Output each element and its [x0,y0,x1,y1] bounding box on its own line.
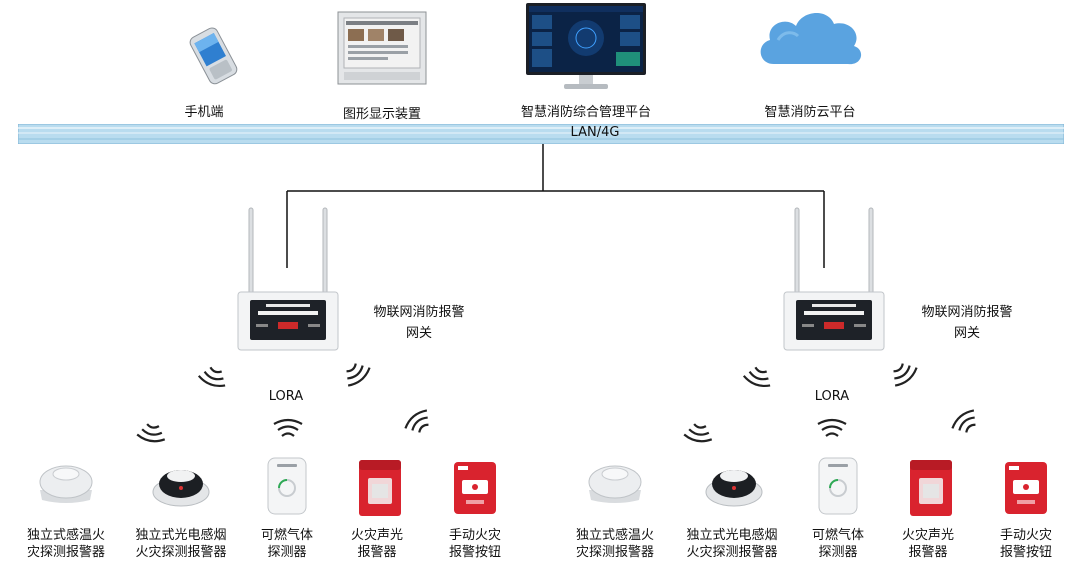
detector-left-3-line1: 可燃气体 [260,528,313,543]
detector-left-4-line1: 火灾声光 [350,528,403,543]
monitor-platform-icon [524,2,648,92]
detector-right-3-line2: 探测器 [818,545,858,560]
detector-label-left-4: 火灾声光 报警器 [336,527,418,561]
detector-left-1-line2: 灾探测报警器 [26,545,105,560]
gateway-label-left-line2: 网关 [405,326,432,341]
protocol-label-right: LORA [814,389,850,404]
gateway-label-right-line2: 网关 [953,326,980,341]
heat-detector-icon [585,460,645,508]
detector-right-3-line1: 可燃气体 [811,528,864,543]
detector-left-3-line2: 探测器 [267,545,307,560]
detector-label-right-3: 可燃气体 探测器 [797,527,879,561]
manual-call-point-icon [1003,460,1049,516]
detector-left-2-line1: 独立式光电感烟 [135,528,227,543]
top-label-display: 图形显示装置 [342,107,421,122]
detector-label-left-5: 手动火灾 报警按钮 [434,527,516,561]
detector-right-5-line1: 手动火灾 [999,528,1052,543]
sound-light-alarm-icon [907,458,955,518]
network-bar [18,124,1064,144]
gateway-label-left: 物联网消防报警 网关 [360,304,478,342]
detector-label-left-2: 独立式光电感烟 火灾探测报警器 [125,527,237,561]
detector-right-1-line2: 灾探测报警器 [575,545,654,560]
detector-label-right-1: 独立式感温火 灾探测报警器 [563,527,667,561]
detector-right-2-line1: 独立式光电感烟 [686,528,778,543]
gateway-label-right-line1: 物联网消防报警 [921,305,1013,320]
detector-right-5-line2: 报警按钮 [999,545,1052,560]
sound-light-alarm-icon [356,458,404,518]
detector-label-right-2: 独立式光电感烟 火灾探测报警器 [676,527,788,561]
smoke-detector-icon [703,462,765,510]
detector-left-4-line2: 报警器 [357,545,397,560]
mobile-phone-icon [178,24,248,86]
network-bar-label: LAN/4G [570,125,620,140]
detector-right-1-line1: 独立式感温火 [575,528,654,543]
gas-detector-icon [265,456,309,516]
gateway-label-left-line1: 物联网消防报警 [373,305,465,320]
detector-right-4-line2: 报警器 [908,545,948,560]
gateway-device-left [236,206,340,352]
detector-left-5-line2: 报警按钮 [448,545,501,560]
detector-right-2-line2: 火灾探测报警器 [686,545,778,560]
detector-label-left-1: 独立式感温火 灾探测报警器 [14,527,118,561]
heat-detector-icon [36,460,96,508]
detector-right-4-line1: 火灾声光 [901,528,954,543]
top-label-platform: 智慧消防综合管理平台 [520,105,651,120]
top-label-mobile: 手机端 [184,105,224,120]
detector-label-right-4: 火灾声光 报警器 [887,527,969,561]
gateway-device-right [782,206,886,352]
detector-left-5-line1: 手动火灾 [448,528,501,543]
top-label-cloud: 智慧消防云平台 [764,105,856,120]
detector-label-left-3: 可燃气体 探测器 [246,527,328,561]
smoke-detector-icon [150,462,212,510]
cloud-icon [754,6,868,72]
protocol-label-left: LORA [268,389,304,404]
detector-left-2-line2: 火灾探测报警器 [135,545,227,560]
detector-left-1-line1: 独立式感温火 [26,528,105,543]
detector-label-right-5: 手动火灾 报警按钮 [985,527,1067,561]
display-terminal-icon [334,10,430,88]
manual-call-point-icon [452,460,498,516]
gateway-label-right: 物联网消防报警 网关 [908,304,1026,342]
gas-detector-icon [816,456,860,516]
